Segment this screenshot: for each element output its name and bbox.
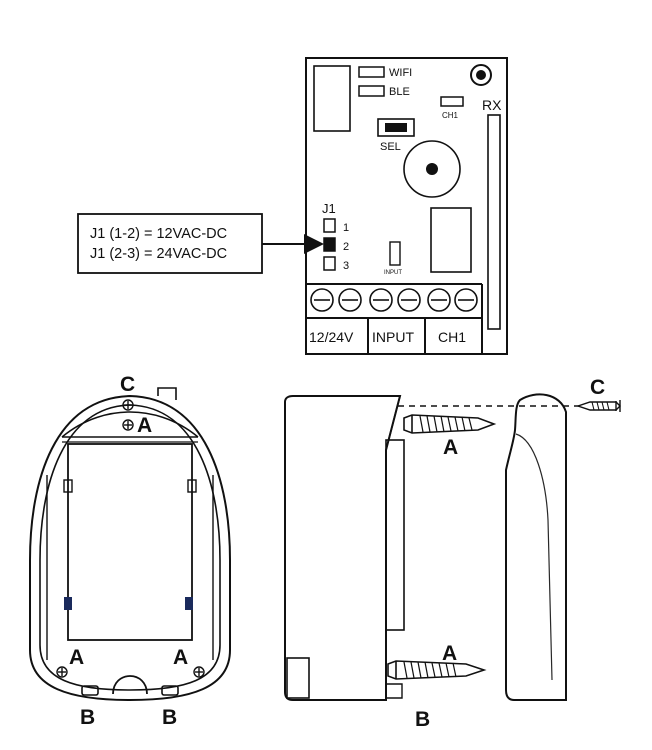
front-label-a-left: A <box>69 646 84 669</box>
side-cover <box>505 393 567 701</box>
side-label-b: B <box>415 708 430 731</box>
housing-inner-shell <box>39 404 221 691</box>
jumper-pin-1-label: 1 <box>343 222 349 234</box>
antenna-dot <box>476 70 486 80</box>
side-label-c: C <box>590 376 605 399</box>
ble-led <box>358 85 385 97</box>
board-outline <box>305 57 508 355</box>
jumper-pin-2 <box>323 237 336 252</box>
side-label-a-bottom: A <box>442 642 457 665</box>
sel-button <box>385 123 407 132</box>
front-label-b-left: B <box>80 706 95 729</box>
housing-top-tab <box>157 387 177 400</box>
sel-label: SEL <box>380 141 401 153</box>
ble-label: BLE <box>389 86 410 98</box>
board-relay-block <box>313 65 351 132</box>
jumper-pin-3-label: 3 <box>343 260 349 272</box>
screw-hole-a-top <box>122 419 134 431</box>
front-label-a-top: A <box>137 414 152 437</box>
terminal-ch1-label: CH1 <box>438 329 466 345</box>
front-label-c: C <box>120 373 135 396</box>
terminal-screws <box>310 288 478 312</box>
buzzer <box>403 140 461 198</box>
housing-outer-shell <box>29 394 231 702</box>
board-compartment <box>67 443 193 641</box>
jumper-pin-1 <box>323 218 336 233</box>
circuit-board <box>305 57 508 355</box>
board-right-block <box>430 207 472 273</box>
screw-hole-a-left <box>56 666 68 678</box>
callout-box <box>77 213 263 274</box>
wifi-led <box>358 66 385 78</box>
front-view-housing <box>29 387 231 702</box>
right-clip <box>185 597 193 610</box>
input-small-label: INPUT <box>384 270 402 276</box>
wifi-label: WIFI <box>389 67 412 79</box>
side-view-housing <box>284 393 580 701</box>
antenna-icon <box>470 64 492 86</box>
callout-line-2: J1 (2-3) = 24VAC-DC <box>90 246 227 262</box>
input-component <box>389 241 401 266</box>
terminal-12-24v-label: 12/24V <box>309 329 354 345</box>
side-label-a-top: A <box>443 436 458 459</box>
jumper-pin-2-label: 2 <box>343 241 349 253</box>
rx-antenna-strip <box>487 114 501 330</box>
screw-c <box>575 400 621 412</box>
ch1-small-label: CH1 <box>442 111 459 120</box>
jumper-pin-3 <box>323 256 336 271</box>
jumper-label: J1 <box>322 201 336 216</box>
side-base-foot <box>286 657 310 699</box>
rx-label: RX <box>482 97 502 113</box>
front-label-a-right: A <box>173 646 188 669</box>
left-clip <box>64 597 72 610</box>
jumper-callout: J1 (1-2) = 12VAC-DC J1 (2-3) = 24VAC-DC <box>77 213 324 274</box>
screw-a-bottom <box>387 660 487 680</box>
ch1-led <box>440 96 464 107</box>
side-base-body <box>284 395 402 701</box>
screw-hole-top <box>122 399 134 411</box>
callout-line-1: J1 (1-2) = 12VAC-DC <box>90 226 227 242</box>
housing-top-arch <box>61 411 199 438</box>
bottom-notch <box>112 675 148 695</box>
terminal-input-label: INPUT <box>372 329 414 345</box>
screw-hole-a-right <box>193 666 205 678</box>
front-label-b-right: B <box>162 706 177 729</box>
screw-a-top <box>403 414 497 434</box>
sel-button-outline <box>377 118 415 137</box>
buzzer-center <box>426 163 438 175</box>
